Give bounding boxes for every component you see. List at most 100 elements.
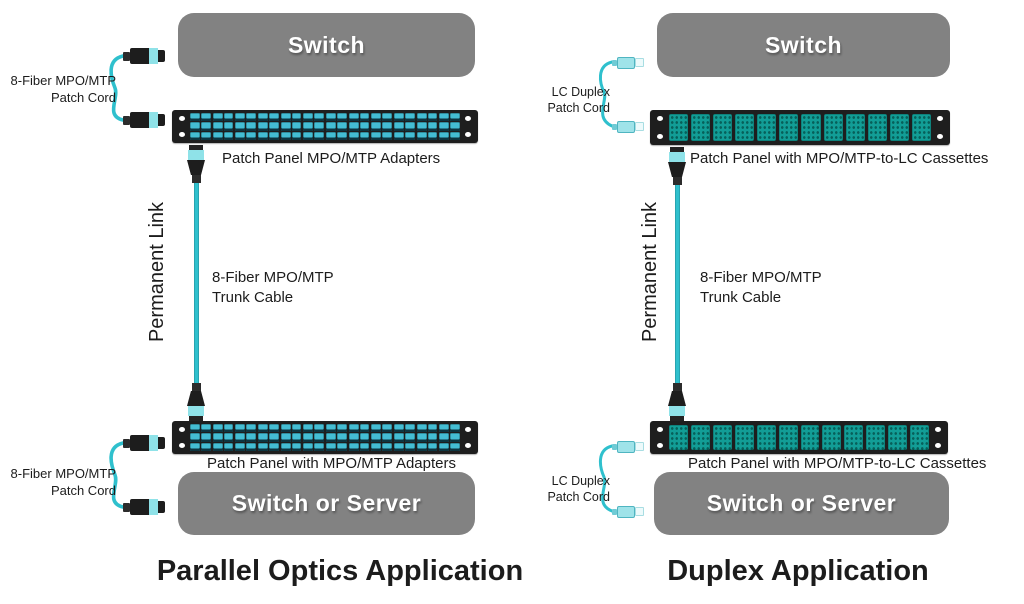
mpo-port xyxy=(280,442,291,451)
mpo-port xyxy=(394,433,404,442)
connector-tip xyxy=(158,437,165,449)
duplex-title: Duplex Application xyxy=(667,555,929,587)
mpo-port xyxy=(416,131,427,140)
lc-cassette xyxy=(888,425,908,450)
mpo-port xyxy=(450,131,461,140)
mpo-port xyxy=(190,113,200,122)
mpo-port xyxy=(416,113,427,122)
mpo-trunk-connector-icon xyxy=(187,145,205,183)
mpo-adapter-group xyxy=(258,424,279,451)
mpo-adapter-group xyxy=(235,113,257,140)
trunk-cable-label: 8-Fiber MPO/MTP Trunk Cable xyxy=(212,268,334,308)
mpo-port xyxy=(371,442,382,451)
mpo-port xyxy=(371,131,382,140)
mpo-port xyxy=(235,424,246,433)
mpo-adapter-group xyxy=(212,113,234,140)
mpo-port xyxy=(291,131,302,140)
mpo-port xyxy=(200,433,211,442)
mpo-port xyxy=(359,433,370,442)
mpo-port xyxy=(394,113,404,122)
connector-body xyxy=(668,162,686,177)
connector-tip xyxy=(158,114,165,126)
panel-ports xyxy=(668,113,932,142)
switch-or-server-label: Switch or Server xyxy=(231,490,422,516)
mpo-adapter-group xyxy=(326,424,347,451)
screw-hole-icon xyxy=(657,427,663,432)
mpo-port xyxy=(336,122,347,131)
mpo-adapter-group xyxy=(190,424,211,451)
mpo-port xyxy=(303,113,314,122)
mpo-adapter-group xyxy=(439,113,461,140)
mpo-adapter-group xyxy=(439,424,461,451)
connector-boot xyxy=(612,443,617,450)
mpo-port xyxy=(427,113,438,122)
mpo-port xyxy=(394,122,404,131)
switch-label: Switch xyxy=(287,31,366,58)
mpo-port xyxy=(246,442,257,451)
screw-hole-icon xyxy=(937,116,943,121)
connector-boot xyxy=(612,59,617,66)
mpo-port xyxy=(371,424,382,433)
mpo-port xyxy=(416,122,427,131)
lc-cassette xyxy=(866,425,886,450)
panel-label-top: Patch Panel MPO/MTP Adapters xyxy=(222,150,441,167)
panel-ports xyxy=(668,424,930,451)
mpo-port xyxy=(439,433,450,442)
connector-stub xyxy=(189,145,203,150)
mpo-port xyxy=(223,424,234,433)
mpo-port xyxy=(303,433,314,442)
mpo-port xyxy=(303,122,314,131)
connector-boot xyxy=(612,508,617,515)
screw-hole-icon xyxy=(657,134,663,139)
mpo-port xyxy=(268,113,279,122)
patch-cord-label-line2: Patch Cord xyxy=(547,490,610,504)
connector-stub xyxy=(670,147,684,152)
parallel-optics-title: Parallel Optics Application xyxy=(156,555,524,587)
switch-box: Switch xyxy=(178,13,475,77)
mpo-port xyxy=(280,113,291,122)
mpo-port xyxy=(450,433,461,442)
screw-hole-icon xyxy=(657,116,663,121)
mpo-adapter-group xyxy=(394,113,415,140)
screw-hole-icon xyxy=(465,443,471,448)
mpo-port xyxy=(404,131,415,140)
lc-cassette xyxy=(757,114,777,141)
mpo-port xyxy=(439,122,450,131)
mpo-port xyxy=(235,433,246,442)
connector-body xyxy=(668,391,686,406)
mpo-port xyxy=(223,131,234,140)
connector-boot xyxy=(191,383,201,391)
mpo-port xyxy=(382,442,393,451)
lc-cassette xyxy=(778,425,798,450)
patch-panel-mpo-adapters-top xyxy=(172,110,478,143)
screw-hole-icon xyxy=(179,132,185,137)
switch-or-server-box: Switch or Server xyxy=(178,472,475,535)
screw-hole-icon xyxy=(937,134,943,139)
mpo-port xyxy=(326,113,336,122)
switch-label: Switch xyxy=(764,31,843,58)
connector-body xyxy=(187,160,205,175)
mpo-port xyxy=(258,113,268,122)
lc-cassette xyxy=(669,114,689,141)
mpo-port xyxy=(190,131,200,140)
lc-cassette xyxy=(823,114,843,141)
screw-hole-icon xyxy=(465,427,471,432)
mpo-port xyxy=(371,433,382,442)
mpo-port xyxy=(200,442,211,451)
connector-boot xyxy=(612,123,617,130)
mpo-port xyxy=(291,424,302,433)
connector-body xyxy=(130,499,149,515)
patch-cord-cable xyxy=(599,60,614,128)
lc-cassette xyxy=(756,425,776,450)
mpo-port xyxy=(416,442,427,451)
lc-cassette xyxy=(690,425,710,450)
mpo-port xyxy=(235,122,246,131)
mpo-port xyxy=(212,131,223,140)
patch-cord-label: 8-Fiber MPO/MTP Patch Cord xyxy=(10,465,116,499)
mpo-port xyxy=(326,442,336,451)
mpo-port xyxy=(427,122,438,131)
mpo-adapter-group xyxy=(280,424,302,451)
connector-boot xyxy=(672,177,682,185)
mpo-port xyxy=(348,433,359,442)
mpo-port xyxy=(394,424,404,433)
